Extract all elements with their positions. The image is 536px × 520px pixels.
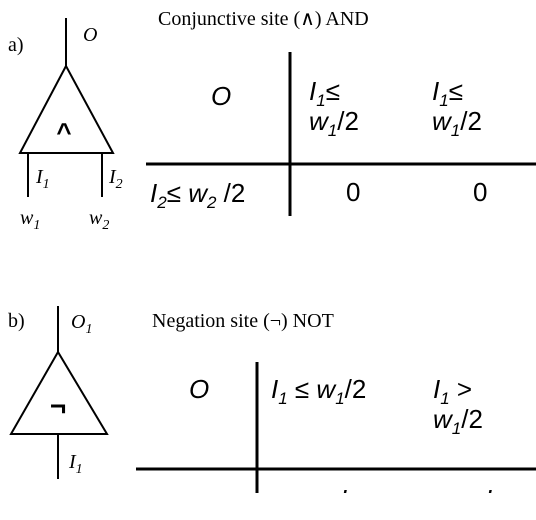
table-a-cell-1: 0 [346, 177, 360, 207]
not-truth-table: O I1 ≤ w1/2 I1 > w1/2 w1-I1 w1-I1 [136, 362, 536, 518]
not-gate: ¬ [9, 306, 109, 479]
part-b: b) ¬ O1 I1 w1 Negation site (¬) NOT O I1… [8, 306, 536, 518]
weight2-label: w2 [89, 207, 109, 233]
part-a-label: a) [8, 34, 24, 56]
part-b-label: b) [8, 310, 25, 332]
and-gate-symbol: ^ [56, 117, 71, 147]
and-truth-table: O I1≤ w1/2 I1≤ w1/2 I2≤ w2 /2 0 0 [146, 52, 536, 216]
and-gate-triangle [18, 63, 115, 154]
input1-label: I1 [35, 166, 50, 192]
input2-label: I2 [108, 166, 123, 192]
table-b-cell-2: w1-I1 [448, 484, 502, 518]
not-gate-symbol: ¬ [50, 390, 66, 421]
table-a-col1-line1: I1≤ [309, 76, 340, 110]
and-gate-output-label: O [83, 24, 97, 46]
table-b-col2-line2: w1/2 [433, 404, 483, 438]
part-a: a) ^ O I1 I2 w1 w2 Conjunctive site (∧) … [8, 8, 536, 233]
not-input1-label: I1 [68, 451, 83, 477]
table-b-corner-output: O [189, 374, 209, 404]
and-gate: ^ [18, 18, 115, 197]
table-a-col2-line1: I1≤ [432, 76, 463, 110]
table-b-cell-1: w1-I1 [303, 484, 357, 518]
table-a-row1-header: I2≤ w2 /2 [150, 178, 245, 212]
table-a-col1-line2: w1/2 [309, 106, 359, 140]
weight1-label: w1 [20, 207, 40, 233]
not-gate-output-label: O1 [71, 311, 92, 337]
table-b-col1-header: I1 ≤ w1/2 [271, 374, 366, 408]
table-a-cell-2: 0 [473, 177, 487, 207]
table-b-col2-line1: I1 > [433, 374, 472, 408]
table-a-col2-line2: w1/2 [432, 106, 482, 140]
part-b-caption: Negation site (¬) NOT [152, 310, 334, 332]
table-a-corner-output: O [211, 81, 231, 111]
part-a-caption: Conjunctive site (∧) AND [158, 8, 369, 30]
not-weight1-label: w1 [45, 490, 65, 516]
